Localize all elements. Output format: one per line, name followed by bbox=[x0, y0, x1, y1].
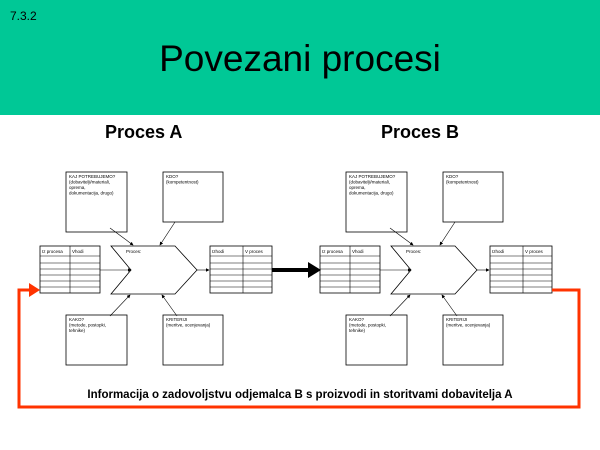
box-text: KAKO? bbox=[349, 317, 365, 322]
box-text: (kompetentnost) bbox=[446, 180, 479, 185]
box-text: (dobavitelji/materiali, bbox=[69, 180, 110, 185]
table-header: Vhodi bbox=[352, 249, 364, 254]
box-text: dokumentacija, drugo) bbox=[69, 191, 114, 196]
table-header: Proces: bbox=[406, 249, 421, 254]
process-b-diagram bbox=[320, 172, 552, 365]
box-text: (dobavitelji/materiali, bbox=[349, 180, 390, 185]
slide-header: 7.3.2 Povezani procesi bbox=[0, 0, 600, 115]
box-text: (metode, postopki, bbox=[349, 323, 386, 328]
feedback-caption: Informacija o zadovoljstvu odjemalca B s… bbox=[87, 389, 513, 401]
box-text: KAJ POTREBUJEMO? bbox=[69, 174, 116, 179]
box-text: (meritve, ocenjevanja) bbox=[166, 323, 211, 328]
table-header: Vhodi bbox=[72, 249, 84, 254]
box-text: (meritve, ocenjevanja) bbox=[446, 323, 491, 328]
table-header: Iz procesa bbox=[42, 249, 63, 254]
box-text: dokumentacija, drugo) bbox=[349, 191, 394, 196]
box-text: KDO? bbox=[166, 174, 179, 179]
box-text: oprema, bbox=[69, 185, 86, 190]
box-text: (kompetentnost) bbox=[166, 180, 199, 185]
process-a-title: Proces A bbox=[105, 122, 183, 142]
box-text: KAJ POTREBUJEMO? bbox=[349, 174, 396, 179]
slide-number: 7.3.2 bbox=[10, 9, 37, 23]
slide-title: Povezani procesi bbox=[159, 38, 441, 79]
link-arrowhead bbox=[308, 262, 321, 278]
box-text: tehnike) bbox=[69, 328, 86, 333]
box-text: KDO? bbox=[446, 174, 459, 179]
box-text: (metode, postopki, bbox=[69, 323, 106, 328]
table-header: Iz procesa bbox=[322, 249, 343, 254]
table-header: V proces bbox=[245, 249, 264, 254]
table-header: Izhodi bbox=[492, 249, 504, 254]
feedback-loop bbox=[17, 288, 581, 409]
process-b-title: Proces B bbox=[381, 122, 460, 142]
box-text: oprema, bbox=[349, 185, 366, 190]
table-header: V proces bbox=[525, 249, 544, 254]
process-a-diagram bbox=[40, 172, 272, 365]
feedback-arrowhead bbox=[29, 283, 40, 297]
table-header: Proces: bbox=[126, 249, 141, 254]
box-text: tehnike) bbox=[349, 328, 366, 333]
box-text: KRITERIJI bbox=[446, 317, 467, 322]
box-text: KRITERIJI bbox=[166, 317, 187, 322]
box-text: KAKO? bbox=[69, 317, 85, 322]
table-header: Izhodi bbox=[212, 249, 224, 254]
